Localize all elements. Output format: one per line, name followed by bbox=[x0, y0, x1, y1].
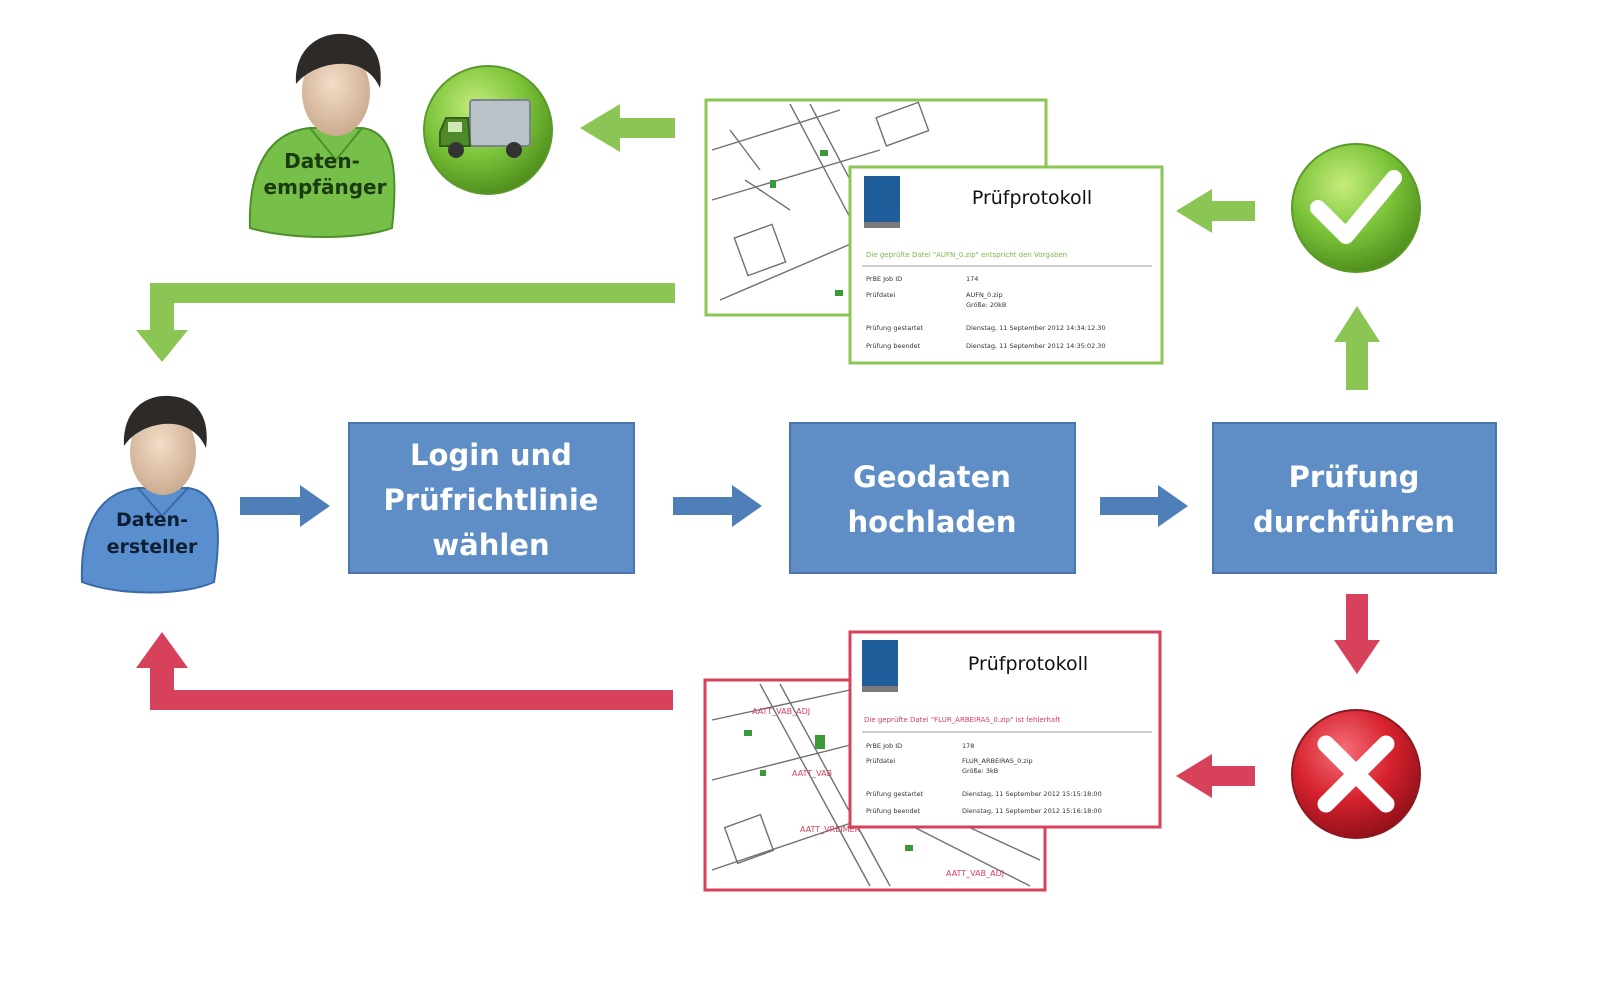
person-data-receiver: Daten- empfänger bbox=[248, 33, 396, 238]
arrow-failure-to-creator bbox=[136, 632, 673, 710]
step-upload: Geodaten hochladen bbox=[789, 422, 1076, 574]
success-row-value-0: 174 bbox=[966, 275, 978, 283]
success-row-value-3: Dienstag, 11 September 2012 14:34:12.30 bbox=[966, 324, 1106, 332]
creator-hair bbox=[123, 395, 207, 448]
receiver-label-line2: empfänger bbox=[264, 175, 387, 199]
arrow-login-to-upload bbox=[673, 485, 762, 527]
failure-row-value-4: Dienstag, 11 September 2012 15:16:18:00 bbox=[962, 807, 1102, 815]
arrow-check-to-report bbox=[1176, 189, 1255, 233]
success-report-message: Die geprüfte Datei "AUFN_0.zip" entspric… bbox=[866, 251, 1067, 259]
failure-map-label-2: AATT_VREIMER bbox=[800, 825, 861, 834]
failure-row-label-3: Prüfung gestartet bbox=[866, 790, 924, 798]
success-row-label-0: PrBE Job ID bbox=[866, 275, 902, 283]
failure-map-label-1: AATT_VAB bbox=[792, 769, 832, 778]
step-check: Prüfung durchführen bbox=[1212, 422, 1497, 574]
arrow-report-to-truck bbox=[580, 104, 675, 152]
person-data-creator: Daten- ersteller bbox=[80, 395, 219, 594]
receiver-shirt bbox=[248, 127, 396, 238]
failure-map-label-3: AATT_VAB_ADJ bbox=[946, 869, 1004, 878]
failure-report: Prüfprotokoll Die geprüfte Datei "FLUR_A… bbox=[848, 630, 1162, 829]
arrow-check-up bbox=[1334, 306, 1380, 390]
arrow-success-to-creator bbox=[136, 283, 675, 362]
failure-row-value-1: FLUR_ARBEIRAS_0.zip bbox=[962, 757, 1033, 765]
failure-row-label-1: Prüfdatei bbox=[866, 757, 896, 765]
failure-row-label-0: PrBE Job ID bbox=[866, 742, 902, 750]
step-login-line2: Prüfrichtlinie bbox=[384, 483, 599, 517]
step-upload-line2: hochladen bbox=[848, 505, 1017, 539]
report-logo bbox=[862, 640, 898, 686]
step-login-line3: wählen bbox=[432, 528, 549, 562]
step-login: Login und Prüfrichtlinie wählen bbox=[348, 422, 635, 574]
success-row-label-1: Prüfdatei bbox=[866, 291, 896, 299]
success-row-label-3: Prüfung gestartet bbox=[866, 324, 924, 332]
failure-map-label-0: AATT_VAB_ADJ bbox=[752, 707, 810, 716]
creator-face bbox=[130, 409, 196, 495]
cross-icon bbox=[1291, 709, 1421, 839]
step-upload-line1: Geodaten bbox=[853, 460, 1011, 494]
receiver-face bbox=[302, 48, 370, 136]
creator-shirt bbox=[80, 487, 219, 594]
success-report: Prüfprotokoll Die geprüfte Datei "AUFN_0… bbox=[848, 165, 1164, 365]
failure-report-message: Die geprüfte Datei "FLUR_ARBEIRAS_0.zip"… bbox=[864, 716, 1060, 724]
arrow-check-down bbox=[1334, 594, 1380, 674]
arrow-cross-to-report bbox=[1176, 754, 1255, 798]
step-check-line2: durchführen bbox=[1253, 505, 1455, 539]
success-row-label-4: Prüfung beendet bbox=[866, 342, 921, 350]
arrow-upload-to-check bbox=[1100, 485, 1188, 527]
failure-row-value-2: Größe: 3kB bbox=[962, 767, 998, 775]
creator-label-line1: Daten- bbox=[116, 509, 188, 531]
arrow-creator-to-login bbox=[240, 485, 330, 527]
success-row-value-1: AUFN_0.zip bbox=[966, 291, 1003, 299]
failure-row-value-3: Dienstag, 11 September 2012 15:15:18:00 bbox=[962, 790, 1102, 798]
success-report-title: Prüfprotokoll bbox=[972, 187, 1092, 209]
truck-icon bbox=[423, 65, 553, 195]
creator-label-line2: ersteller bbox=[107, 536, 198, 558]
checkmark-icon bbox=[1291, 143, 1421, 273]
failure-row-value-0: 178 bbox=[962, 742, 974, 750]
success-row-value-2: Größe: 20kB bbox=[966, 301, 1006, 309]
failure-report-title: Prüfprotokoll bbox=[968, 653, 1088, 675]
step-check-line1: Prüfung bbox=[1289, 460, 1420, 494]
failure-row-label-4: Prüfung beendet bbox=[866, 807, 921, 815]
success-row-value-4: Dienstag, 11 September 2012 14:35:02.30 bbox=[966, 342, 1106, 350]
report-logo bbox=[864, 176, 900, 222]
step-login-line1: Login und bbox=[410, 438, 572, 472]
receiver-label-line1: Daten- bbox=[284, 149, 360, 173]
receiver-hair bbox=[295, 33, 381, 88]
